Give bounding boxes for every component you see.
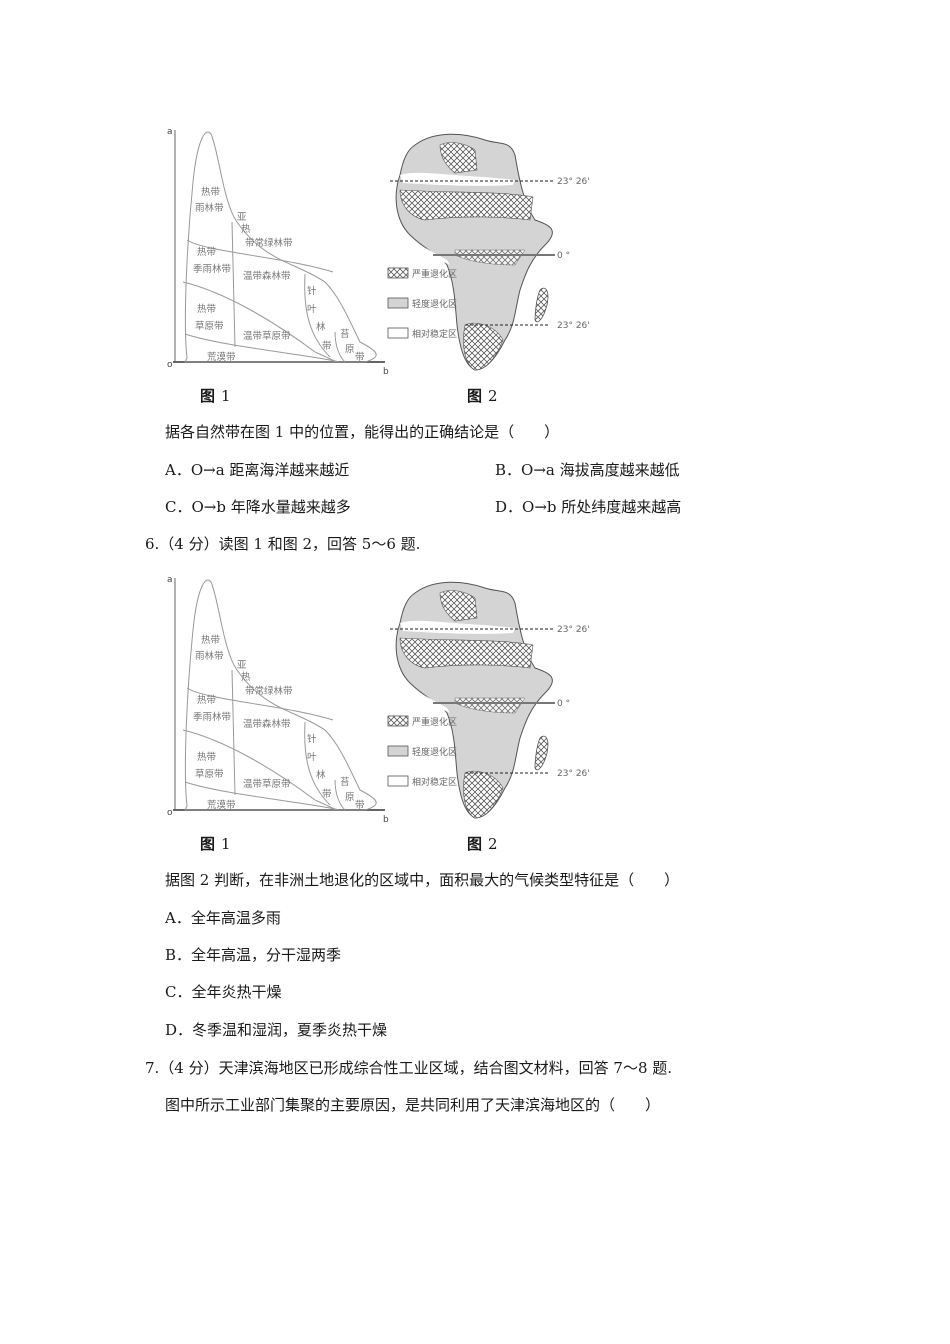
svg-text:热带: 热带 [197, 694, 217, 706]
svg-text:草原带: 草原带 [195, 320, 224, 332]
svg-text:a: a [167, 575, 173, 585]
svg-text:苔: 苔 [340, 328, 350, 340]
figure-1-natural-zones-repeat: a o b 热带 雨林带 亚 热 带常绿林带 热带 季雨林带 温带森林带 热带 … [165, 570, 390, 825]
axis-o-label: o [167, 360, 173, 370]
svg-text:热: 热 [241, 223, 251, 235]
africa-degradation-map: 23° 26' 0 ° 23° 26' 严重退化区 轻度退化区 相对稳定区 [387, 133, 590, 371]
africa-degradation-map: 23° 26' 0 ° 23° 26' 严重退化区 轻度退化区 相对稳定区 [387, 581, 590, 819]
svg-text:温带森林带: 温带森林带 [243, 718, 291, 730]
svg-text:23° 26': 23° 26' [557, 769, 590, 779]
svg-text:热带: 热带 [197, 751, 217, 763]
svg-text:雨林带: 雨林带 [195, 650, 224, 662]
svg-text:相对稳定区: 相对稳定区 [412, 328, 457, 340]
svg-text:相对稳定区: 相对稳定区 [412, 776, 457, 788]
svg-text:热带: 热带 [201, 634, 221, 646]
svg-text:轻度退化区: 轻度退化区 [412, 298, 457, 310]
svg-text:热: 热 [241, 671, 251, 683]
legend-stable-swatch [387, 327, 409, 339]
svg-text:苔: 苔 [340, 776, 350, 788]
svg-text:23° 26': 23° 26' [557, 625, 590, 635]
svg-text:o: o [167, 808, 173, 818]
svg-text:轻度退化区: 轻度退化区 [412, 746, 457, 758]
svg-text:温带草原带: 温带草原带 [243, 330, 291, 342]
axis-b-label: b [383, 367, 389, 377]
svg-text:荒漠带: 荒漠带 [207, 799, 236, 811]
svg-text:带: 带 [322, 341, 332, 352]
question-5-option-b[interactable]: B．O→a 海拔高度越来越低 [495, 461, 680, 479]
svg-text:温带森林带: 温带森林带 [243, 270, 291, 282]
legend-severe-swatch [387, 267, 409, 279]
question-6-header: 6.（4 分）读图 1 和图 2，回答 5～6 题. [145, 535, 421, 553]
svg-text:林: 林 [316, 769, 326, 781]
axis-a-label: a [167, 127, 173, 137]
svg-text:亚: 亚 [237, 660, 247, 671]
svg-text:0 °: 0 ° [557, 699, 570, 709]
question-6-option-a[interactable]: A．全年高温多雨 [165, 909, 281, 927]
svg-text:b: b [383, 815, 389, 825]
legend-light-swatch [387, 297, 409, 309]
svg-text:针: 针 [307, 285, 317, 297]
svg-text:严重退化区: 严重退化区 [412, 268, 457, 280]
svg-text:叶: 叶 [307, 304, 317, 315]
question-7-header: 7.（4 分）天津滨海地区已形成综合性工业区域，结合图文材料，回答 7～8 题. [145, 1059, 673, 1077]
svg-text:带: 带 [355, 352, 365, 363]
natural-zones-diagram: a o b 热带 雨林带 亚 热 带常绿林带 热带 季雨林带 温带森林带 热带 … [167, 575, 389, 825]
svg-text:季雨林带: 季雨林带 [193, 711, 232, 723]
question-6-stem: 据图 2 判断，在非洲土地退化的区域中，面积最大的气候类型特征是（ ） [165, 871, 680, 889]
svg-text:针: 针 [307, 733, 317, 745]
question-5-option-a[interactable]: A．O→a 距离海洋越来越近 [165, 461, 350, 479]
svg-text:原: 原 [345, 792, 355, 803]
svg-text:带常绿林带: 带常绿林带 [245, 237, 293, 249]
svg-text:亚: 亚 [237, 212, 247, 223]
svg-text:热带: 热带 [197, 246, 217, 258]
svg-text:原: 原 [345, 344, 355, 355]
svg-text:叶: 叶 [307, 752, 317, 763]
svg-text:荒漠带: 荒漠带 [207, 351, 236, 363]
svg-text:热带: 热带 [201, 186, 221, 198]
natural-zones-diagram: a o b 热带 雨林带 亚 热 带常绿林带 热带 季雨林带 温带森林带 热带 … [167, 127, 389, 377]
equator-label: 0 ° [557, 251, 570, 261]
svg-text:带: 带 [322, 789, 332, 800]
svg-text:带常绿林带: 带常绿林带 [245, 685, 293, 697]
svg-text:季雨林带: 季雨林带 [193, 263, 232, 275]
lat-south-label: 23° 26' [557, 321, 590, 331]
svg-text:带: 带 [355, 800, 365, 811]
question-5-stem: 据各自然带在图 1 中的位置，能得出的正确结论是（ ） [165, 423, 560, 441]
svg-text:雨林带: 雨林带 [195, 202, 224, 214]
figure-2-africa-map: 23° 26' 0 ° 23° 26' 严重退化区 轻度退化区 相对稳定区 [385, 125, 600, 375]
question-6-option-d[interactable]: D．冬季温和湿润，夏季炎热干燥 [165, 1021, 388, 1039]
svg-text:严重退化区: 严重退化区 [412, 716, 457, 728]
question-5-option-c[interactable]: C．O→b 年降水量越来越多 [165, 498, 351, 516]
svg-text:热带: 热带 [197, 303, 217, 315]
question-7-stem: 图中所示工业部门集聚的主要原因，是共同利用了天津滨海地区的（ ） [165, 1096, 661, 1114]
svg-text:草原带: 草原带 [195, 768, 224, 780]
svg-text:林: 林 [316, 321, 326, 333]
question-6-option-c[interactable]: C．全年炎热干燥 [165, 983, 282, 1001]
lat-north-label: 23° 26' [557, 177, 590, 187]
figure-2-africa-map-repeat: 23° 26' 0 ° 23° 26' 严重退化区 轻度退化区 相对稳定区 [385, 573, 600, 823]
question-5-option-d[interactable]: D．O→b 所处纬度越来越高 [495, 498, 682, 516]
question-6-option-b[interactable]: B．全年高温，分干湿两季 [165, 946, 342, 964]
figure-1-natural-zones: a o b 热带 雨林带 亚 热 带常绿林带 热带 季雨林带 温带森林带 热带 … [165, 122, 390, 377]
svg-text:温带草原带: 温带草原带 [243, 778, 291, 790]
